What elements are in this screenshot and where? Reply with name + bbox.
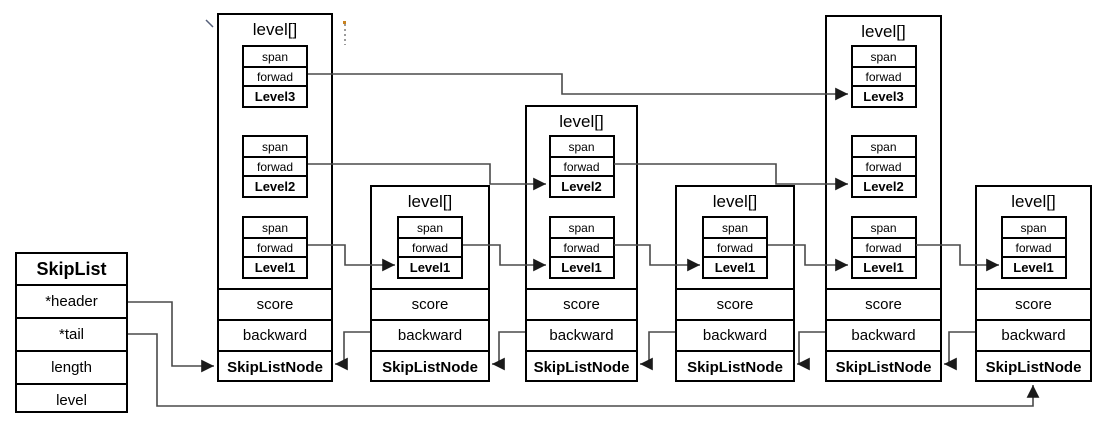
skiplist-node-3: level[] span forwad Level2 span forwad L… <box>525 105 638 382</box>
forward-field: forwad <box>852 237 915 256</box>
backward-arrow-n5-n4 <box>797 331 825 371</box>
backward-field: backward <box>677 319 793 350</box>
backward-field: backward <box>977 319 1090 350</box>
level-label: Level1 <box>1002 256 1065 277</box>
level-entry-2: span forwad Level2 <box>850 135 917 198</box>
forward-arrow-level2-n1-n3 <box>308 163 546 191</box>
backward-arrow-n6-n5 <box>944 331 975 371</box>
node-type-label: SkipListNode <box>527 350 636 382</box>
span-field: span <box>870 220 897 235</box>
skiplist-field-header: *header <box>17 284 126 317</box>
level-entry-2: span forwad Level2 <box>548 135 615 198</box>
skiplist-node-5: level[] span forwad Level3 span forwad L… <box>825 15 942 382</box>
node-type-label: SkipListNode <box>827 350 940 382</box>
backward-field: backward <box>527 319 636 350</box>
level-entry-2: span forwad Level2 <box>242 135 308 198</box>
skiplist-field-level: level <box>17 383 126 416</box>
backward-arrow-n4-n3 <box>640 331 675 371</box>
level-array-title: level[] <box>712 192 758 211</box>
forward-arrow-level3-n1-n5 <box>308 73 848 101</box>
level-entry-1: span forwad Level1 <box>702 216 768 279</box>
span-field: span <box>568 139 595 154</box>
level-array-title: level[] <box>407 192 453 211</box>
node-type-label: SkipListNode <box>372 350 488 382</box>
level-label: Level1 <box>550 256 613 277</box>
level-array-title: level[] <box>861 22 906 41</box>
forward-field: forwad <box>1002 237 1065 256</box>
span-field: span <box>261 49 289 64</box>
score-field: score <box>677 288 793 319</box>
score-field: score <box>977 288 1090 319</box>
forward-field: forwad <box>244 237 306 256</box>
level-entry-3: span forwad Level3 <box>242 45 308 108</box>
cursor-dot-artifact <box>343 21 346 24</box>
forward-field: forwad <box>399 237 461 256</box>
forward-field: forwad <box>550 156 613 175</box>
level-array-title: level[] <box>559 112 604 131</box>
level-label: Level3 <box>852 85 915 106</box>
level-label: Level1 <box>399 256 461 277</box>
forward-field: forwad <box>244 156 306 175</box>
score-field: score <box>527 288 636 319</box>
skiplist-node-2: level[] span forwad Level1 score backwar… <box>370 185 490 382</box>
level-label: Level2 <box>244 175 306 196</box>
level-label: Level1 <box>704 256 766 277</box>
skiplist-field-length: length <box>17 350 126 383</box>
score-field: score <box>827 288 940 319</box>
level-entry-1: span forwad Level1 <box>1000 216 1067 279</box>
level-label: Level2 <box>852 175 915 196</box>
score-field: score <box>219 288 331 319</box>
forward-field: forwad <box>244 66 306 85</box>
forward-field: forwad <box>852 156 915 175</box>
span-field: span <box>721 220 749 235</box>
skiplist-title: SkipList <box>36 258 107 279</box>
skiplist-node-4: level[] span forwad Level1 score backwar… <box>675 185 795 382</box>
node-type-label: SkipListNode <box>977 350 1090 382</box>
forward-field: forwad <box>704 237 766 256</box>
level-entry-1: span forwad Level1 <box>548 216 615 279</box>
level-entry-1: span forwad Level1 <box>242 216 308 279</box>
score-field: score <box>372 288 488 319</box>
level-entry-1: span forwad Level1 <box>850 216 917 279</box>
level-label: Level3 <box>244 85 306 106</box>
forward-field: forwad <box>852 66 915 85</box>
span-field: span <box>870 49 897 64</box>
header-pointer-arrow <box>128 301 214 373</box>
level-entry-3: span forwad Level3 <box>850 45 917 108</box>
skiplist-field-tail: *tail <box>17 317 126 350</box>
span-field: span <box>870 139 897 154</box>
skiplist-node-6: level[] span forwad Level1 score backwar… <box>975 185 1092 382</box>
level-entry-1: span forwad Level1 <box>397 216 463 279</box>
node-type-label: SkipListNode <box>219 350 331 382</box>
backward-field: backward <box>827 319 940 350</box>
node-type-label: SkipListNode <box>677 350 793 382</box>
skiplist-node-1: level[] span forwad Level3 span forwad L… <box>217 13 333 382</box>
level-label: Level2 <box>550 175 613 196</box>
backward-arrow-n2-n1 <box>335 331 370 371</box>
forward-field: forwad <box>550 237 613 256</box>
skiplist-struct-box: SkipList *header *tail length level <box>15 252 128 413</box>
span-field: span <box>568 220 595 235</box>
level-label: Level1 <box>852 256 915 277</box>
cursor-tick-artifact <box>205 19 214 28</box>
forward-arrow-level2-n3-n5 <box>614 163 848 191</box>
level-array-title: level[] <box>252 20 298 39</box>
span-field: span <box>1020 220 1047 235</box>
span-field: span <box>261 139 289 154</box>
backward-arrow-n3-n2 <box>492 331 525 371</box>
backward-field: backward <box>219 319 331 350</box>
level-array-title: level[] <box>1011 192 1056 211</box>
backward-field: backward <box>372 319 488 350</box>
span-field: span <box>261 220 289 235</box>
span-field: span <box>416 220 444 235</box>
level-label: Level1 <box>244 256 306 277</box>
